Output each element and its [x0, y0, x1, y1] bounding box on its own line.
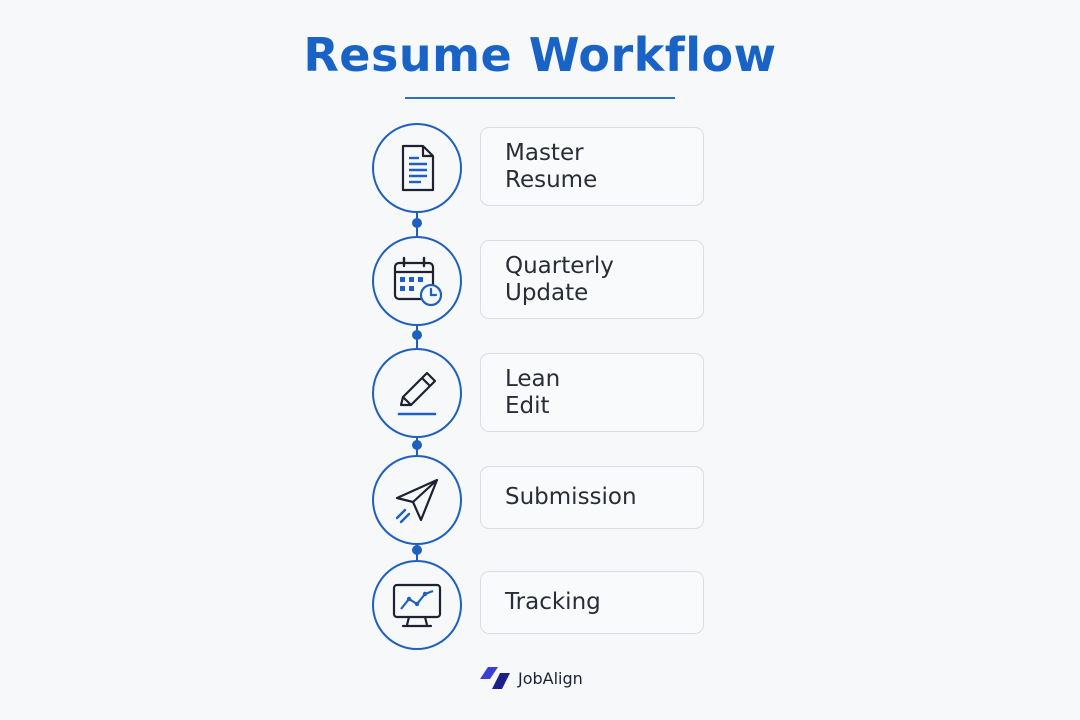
- step-card: Tracking: [480, 571, 704, 634]
- pencil-icon: [397, 371, 437, 416]
- connector-dot: [412, 330, 422, 340]
- step-label-line: Quarterly: [505, 252, 614, 279]
- step-label: Lean Edit: [505, 366, 560, 420]
- step-3-circle: [372, 348, 462, 438]
- step-label: Quarterly Update: [505, 253, 614, 307]
- brand: JobAlign: [480, 664, 583, 692]
- brand-name: JobAlign: [518, 668, 583, 688]
- connector-dot: [412, 218, 422, 228]
- step-label: Master Resume: [505, 140, 597, 194]
- connector-dot: [412, 440, 422, 450]
- step-label-line: Submission: [505, 484, 637, 510]
- jobalign-logo: [480, 667, 510, 689]
- connector-dot: [412, 545, 422, 555]
- step-label-line: Master: [505, 139, 584, 166]
- step-label-line: Lean: [505, 365, 561, 392]
- step-label-line: Tracking: [505, 589, 601, 615]
- step-5-circle: [372, 560, 462, 650]
- paper-plane-icon: [395, 478, 439, 524]
- step-card: Lean Edit: [480, 353, 704, 432]
- step-4-circle: [372, 455, 462, 545]
- step-2-circle: [372, 236, 462, 326]
- monitor-chart-icon: [392, 583, 442, 628]
- document-icon: [401, 144, 435, 192]
- title-underline: [405, 97, 675, 99]
- step-card: Master Resume: [480, 127, 704, 206]
- step-label-line: Update: [505, 279, 589, 306]
- step-label: Tracking: [505, 589, 601, 616]
- page-title: Resume Workflow: [303, 28, 777, 82]
- step-label-line: Edit: [505, 392, 550, 419]
- step-label-line: Resume: [505, 166, 598, 193]
- calendar-clock-icon: [393, 256, 443, 307]
- step-1-circle: [372, 123, 462, 213]
- step-card: Submission: [480, 466, 704, 529]
- step-label: Submission: [505, 484, 637, 511]
- step-card: Quarterly Update: [480, 240, 704, 319]
